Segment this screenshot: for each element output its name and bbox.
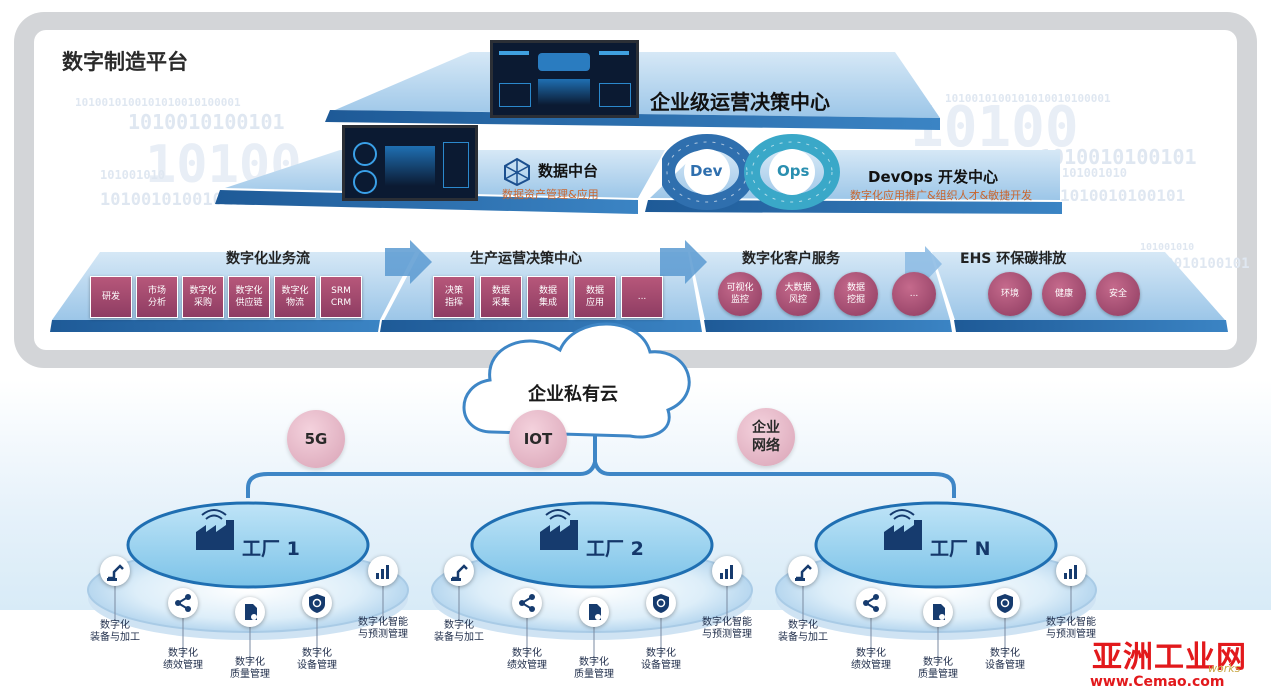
shield-search-icon bbox=[990, 588, 1020, 618]
tile-rnd: 研发 bbox=[90, 276, 132, 318]
connection-enterprise-network: 企业 网络 bbox=[737, 408, 795, 466]
label-intelligent-prediction: 数字化智能 与预测管理 bbox=[358, 617, 408, 640]
devops-loop-icon bbox=[662, 134, 840, 210]
label-quality-mgmt: 数字化 质量管理 bbox=[574, 657, 614, 680]
factory-n-title: 工厂 N bbox=[930, 538, 991, 560]
binary-deco: 1010010100101 bbox=[128, 110, 285, 134]
devops-subtitle: 数字化应用推广&组织人才&敏捷开发 bbox=[850, 189, 1033, 202]
tile-data-collection: 数据 采集 bbox=[480, 276, 522, 318]
binary-deco: 101001010 bbox=[1140, 242, 1195, 253]
label-equipment-processing: 数字化 装备与加工 bbox=[90, 620, 140, 643]
data-center-subtitle: 数据资产管理&应用 bbox=[502, 188, 599, 201]
label-quality-mgmt: 数字化 质量管理 bbox=[230, 657, 270, 680]
flow-arrow bbox=[385, 240, 432, 284]
factory-2-platform bbox=[431, 501, 753, 640]
section-title-ehs: EHS 环保碳排放 bbox=[960, 251, 1067, 267]
watermark-logo-cn: 亚洲工业网 bbox=[1092, 640, 1247, 675]
dot-safety: 安全 bbox=[1096, 272, 1140, 316]
label-quality-mgmt: 数字化 质量管理 bbox=[918, 657, 958, 680]
watermark-works: works bbox=[1208, 662, 1241, 675]
cloud-label: 企业私有云 bbox=[528, 384, 618, 405]
devops-ops-label: Ops bbox=[777, 162, 810, 180]
label-performance-mgmt: 数字化 绩效管理 bbox=[507, 648, 547, 671]
tile-decision-command: 决策 指挥 bbox=[433, 276, 475, 318]
factory-icon bbox=[196, 520, 922, 550]
connection-5g: 5G bbox=[287, 410, 345, 468]
connection-iot: IOT bbox=[509, 410, 567, 468]
top-center-title: 企业级运营决策中心 bbox=[650, 90, 830, 114]
top-tier-edge bbox=[325, 110, 940, 130]
bottom-edge-4 bbox=[954, 320, 1228, 332]
devops-dev-label: Dev bbox=[690, 162, 723, 180]
platform-title: 数字制造平台 bbox=[62, 50, 188, 74]
factory-1-title: 工厂 1 bbox=[242, 538, 300, 560]
dot-bigdata-risk: 大数据 风控 bbox=[776, 272, 820, 316]
data-center-title: 数据中台 bbox=[538, 162, 599, 180]
binary-deco: 1010010100101 bbox=[1060, 186, 1186, 205]
devops-title: DevOps 开发中心 bbox=[868, 168, 999, 186]
dot-health: 健康 bbox=[1042, 272, 1086, 316]
devops-edge bbox=[645, 200, 1062, 214]
label-intelligent-prediction: 数字化智能 与预测管理 bbox=[1046, 617, 1096, 640]
label-performance-mgmt: 数字化 绩效管理 bbox=[163, 648, 203, 671]
label-performance-mgmt: 数字化 绩效管理 bbox=[851, 648, 891, 671]
tile-digital-supply-chain: 数字化 供应链 bbox=[228, 276, 270, 318]
bottom-edge-1 bbox=[50, 320, 380, 332]
label-equipment-processing: 数字化 装备与加工 bbox=[434, 620, 484, 643]
tile-digital-procurement: 数字化 采购 bbox=[182, 276, 224, 318]
analytics-bar-icon bbox=[1056, 556, 1086, 586]
label-equipment-mgmt: 数字化 设备管理 bbox=[297, 648, 337, 671]
shield-search-icon bbox=[302, 588, 332, 618]
analytics-bar-icon bbox=[712, 556, 742, 586]
label-equipment-processing: 数字化 装备与加工 bbox=[778, 620, 828, 643]
robot-arm-icon bbox=[100, 556, 130, 586]
binary-deco: 1010010100101010010100001 bbox=[945, 92, 1111, 105]
factory-2-title: 工厂 2 bbox=[586, 538, 644, 560]
label-intelligent-prediction: 数字化智能 与预测管理 bbox=[702, 617, 752, 640]
dot-visual-monitoring: 可视化 监控 bbox=[718, 272, 762, 316]
label-equipment-mgmt: 数字化 设备管理 bbox=[641, 648, 681, 671]
bottom-edge-3 bbox=[704, 320, 952, 332]
dot-environment: 环境 bbox=[988, 272, 1032, 316]
watermark-url: www.Cemao.com bbox=[1090, 674, 1225, 690]
icon-leader-lines bbox=[114, 585, 1072, 662]
analytics-bar-icon bbox=[368, 556, 398, 586]
document-gear-icon bbox=[235, 597, 265, 627]
shield-search-icon bbox=[646, 588, 676, 618]
section-title-customer-service: 数字化客户服务 bbox=[742, 251, 840, 267]
document-gear-icon bbox=[923, 597, 953, 627]
binary-deco: 1010010100101 bbox=[1040, 145, 1197, 169]
tile-digital-logistics: 数字化 物流 bbox=[274, 276, 316, 318]
share-node-icon bbox=[512, 588, 542, 618]
data-center-edge bbox=[215, 190, 638, 214]
binary-deco: 1010010100101010010100001 bbox=[75, 96, 241, 109]
dot-more: ... bbox=[892, 272, 936, 316]
private-cloud bbox=[462, 322, 691, 439]
robot-arm-icon bbox=[444, 556, 474, 586]
dashboard-screen-left bbox=[342, 125, 478, 201]
dot-data-mining: 数据 挖掘 bbox=[834, 272, 878, 316]
tile-data-integration: 数据 集成 bbox=[527, 276, 569, 318]
robot-arm-icon bbox=[788, 556, 818, 586]
section-title-business-flow: 数字化业务流 bbox=[226, 251, 310, 267]
network-node-icon bbox=[504, 157, 530, 187]
flow-arrow bbox=[660, 240, 707, 284]
tile-more: ... bbox=[621, 276, 663, 318]
section-title-production-center: 生产运营决策中心 bbox=[470, 251, 582, 267]
wifi-icon bbox=[201, 509, 915, 520]
label-equipment-mgmt: 数字化 设备管理 bbox=[985, 648, 1025, 671]
binary-deco: 101001010 bbox=[1062, 166, 1128, 180]
share-node-icon bbox=[856, 588, 886, 618]
tile-srm-crm: SRM CRM bbox=[320, 276, 362, 318]
document-gear-icon bbox=[579, 597, 609, 627]
binary-deco: 101001010 bbox=[100, 168, 166, 182]
share-node-icon bbox=[168, 588, 198, 618]
tile-market-analysis: 市场 分析 bbox=[136, 276, 178, 318]
dashboard-screen-top bbox=[490, 40, 639, 118]
tile-data-application: 数据 应用 bbox=[574, 276, 616, 318]
